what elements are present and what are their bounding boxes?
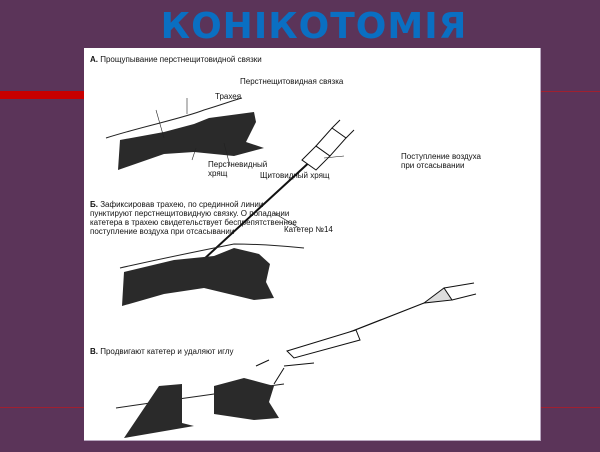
- panel-a-caption: А. Прощупывание перстнещитовидной связки: [90, 55, 262, 64]
- larynx-b-drawing: [119, 243, 305, 306]
- accent-line-right: [540, 91, 600, 92]
- slide-title: КОНІКОТОМІЯ: [160, 6, 468, 47]
- label-thyroid: Щитовидный хрящ: [260, 171, 330, 180]
- larynx-a-drawing: [105, 97, 264, 170]
- label-catheter: Катетер №14: [284, 225, 333, 234]
- label-ligament: Перстнещитовидная связка: [240, 77, 344, 86]
- procedure-illustration: [105, 97, 477, 438]
- illustration-panel: А. Прощупывание перстнещитовидной связки…: [84, 48, 541, 441]
- label-air-flow: Поступление воздуха при отсасывании: [401, 152, 481, 170]
- label-cricoid: Перстневидный хрящ: [208, 160, 268, 178]
- panel-c-caption: В. Продвигают катетер и удаляют иглу: [90, 347, 234, 356]
- panel-b-caption: Б. Зафиксировав трахею, по срединной лин…: [90, 200, 297, 236]
- label-trachea: Трахея: [215, 92, 242, 101]
- accent-bar: [0, 91, 84, 99]
- syringe-needle-drawing: [190, 119, 355, 272]
- catheter-c-drawing: [115, 282, 477, 438]
